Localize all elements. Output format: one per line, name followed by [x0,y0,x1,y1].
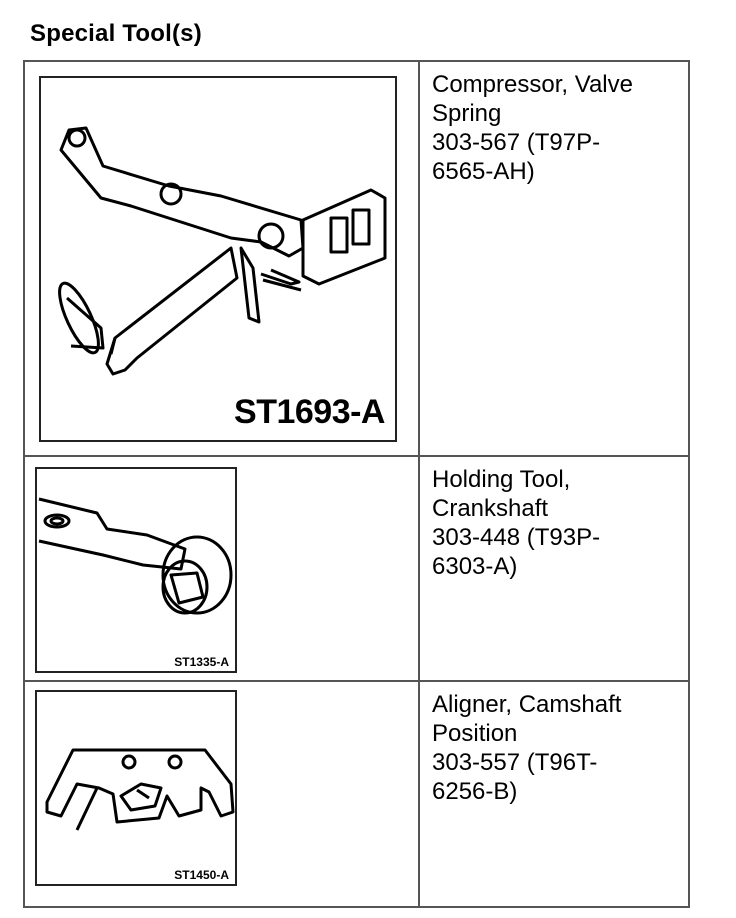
valve-spring-compressor-illustration: ST1693-A [39,76,397,442]
tool-description-cell: Holding Tool, Crankshaft 303-448 (T93P- … [418,455,690,682]
tool-image-cell: ST1335-A [23,455,420,682]
tool-name-line: Position [432,720,518,747]
table-row: ST1450-A Aligner, Camshaft Position 303-… [23,680,690,908]
tool-description: Compressor, Valve Spring 303-567 (T97P- … [430,70,688,186]
tool-image-label: ST1693-A [234,393,385,431]
tool-name-line: Compressor, Valve [432,71,633,98]
tool-image-label: ST1335-A [174,655,229,669]
tool-description-cell: Aligner, Camshaft Position 303-557 (T96T… [418,680,690,908]
tool-number-line: 6565-AH) [432,158,535,185]
tool-name-line: Spring [432,100,502,127]
tool-number-line: 303-567 (T97P- [432,129,601,156]
tool-description: Aligner, Camshaft Position 303-557 (T96T… [430,690,688,806]
tool-number-line: 6256-B) [432,778,518,805]
crankshaft-holding-tool-illustration: ST1335-A [35,467,237,673]
tool-image-label: ST1450-A [174,868,229,882]
tool-number-line: 303-448 (T93P- [432,524,601,551]
camshaft-aligner-drawing [45,748,235,831]
tool-number-line: 303-557 (T96T- [432,749,598,776]
table-row: ST1335-A Holding Tool, Crankshaft 303-44… [23,455,690,682]
valve-spring-compressor-drawing [58,126,387,376]
camshaft-aligner-illustration: ST1450-A [35,690,237,886]
table-row: ST1693-A Compressor, Valve Spring 303-56… [23,60,690,457]
crankshaft-holding-tool-drawing [38,497,233,615]
tool-image-cell: ST1693-A [23,60,420,457]
tool-name-line: Crankshaft [432,495,549,522]
special-tools-table: ST1693-A Compressor, Valve Spring 303-56… [23,60,690,908]
tool-image-cell: ST1450-A [23,680,420,908]
tool-description-cell: Compressor, Valve Spring 303-567 (T97P- … [418,60,690,457]
page-title: Special Tool(s) [30,20,202,47]
tool-name-line: Holding Tool, [432,466,571,493]
tool-name-line: Aligner, Camshaft [432,691,622,718]
tool-description: Holding Tool, Crankshaft 303-448 (T93P- … [430,465,688,581]
tool-number-line: 6303-A) [432,553,518,580]
